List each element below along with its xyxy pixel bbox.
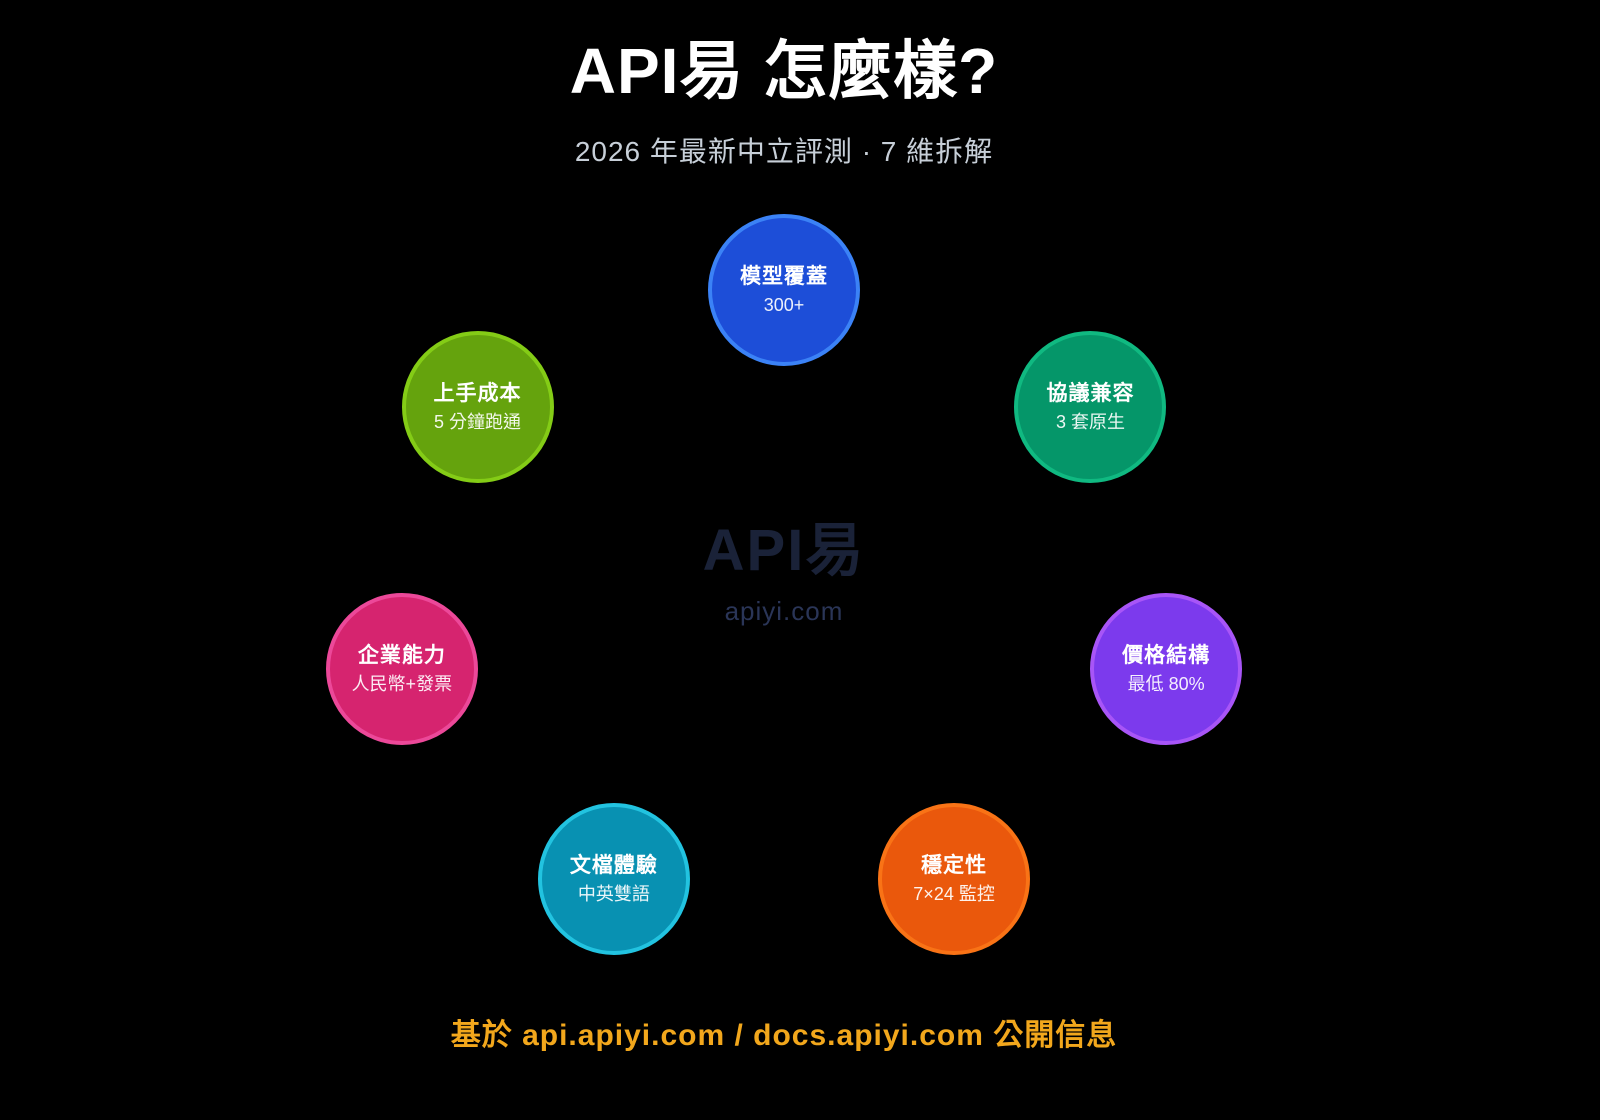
dimension-node-docs-experience: 文檔體驗中英雙語: [537, 803, 690, 956]
dimension-label: 上手成本: [433, 381, 522, 405]
dimension-value: 300+: [763, 295, 805, 315]
dimension-label: 穩定性: [921, 854, 988, 878]
dimension-label: 價格結構: [1122, 643, 1211, 667]
dimension-value: 7×24 監控: [913, 884, 995, 905]
dimension-node-model-coverage: 模型覆蓋 300+: [708, 214, 860, 366]
dimension-node-onboarding-cost: 上手成本 5 分鐘跑通: [401, 330, 554, 483]
dimension-node-enterprise-capability: 企業能力人民幣+發票: [325, 592, 478, 745]
dimension-value: 最低 80%: [1127, 673, 1205, 694]
dimension-value: 中英雙語: [577, 884, 650, 905]
domain-watermark: apiyi.com: [724, 596, 844, 626]
dimension-value: 3 套原生: [1055, 411, 1125, 432]
dimension-value: 人民幣+發票: [351, 673, 453, 694]
page-title: API易 怎麼樣?: [569, 35, 999, 107]
dimension-label: 協議兼容: [1046, 381, 1135, 405]
dimension-label: 模型覆蓋: [740, 265, 828, 288]
footer-source-note: 基於 api.apiyi.com / docs.apiyi.com 公開信息: [450, 1019, 1118, 1052]
dimension-node-price-structure: 價格結構最低 80%: [1090, 592, 1243, 745]
dimension-node-stability: 穩定性 7×24 監控: [878, 803, 1031, 956]
dimension-label: 企業能力: [357, 643, 446, 667]
dimension-value: 5 分鐘跑通: [434, 411, 522, 432]
brand-watermark: API易: [702, 518, 866, 583]
dimension-label: 文檔體驗: [569, 854, 658, 878]
dimension-node-protocol-compatibility: 協議兼容 3 套原生: [1014, 330, 1167, 483]
header: API易 怎麼樣? 2026 年最新中立評測 · 7 維拆解: [0, 36, 1568, 170]
center-watermark: API易 apiyi.com: [0, 518, 1568, 626]
page-subtitle: 2026 年最新中立評測 · 7 維拆解: [574, 136, 994, 168]
